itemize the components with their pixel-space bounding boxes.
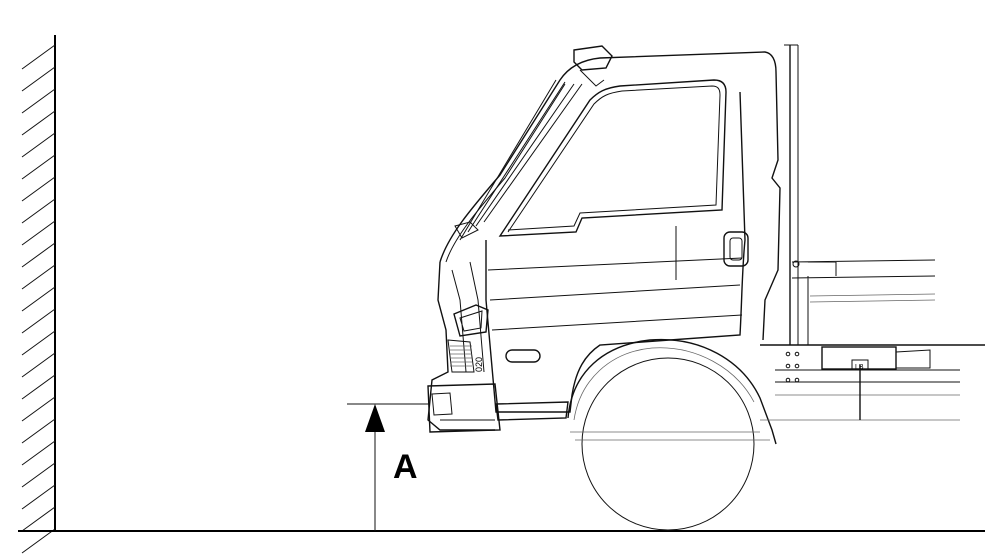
truck-cab: 020 (427, 45, 781, 433)
bolt (794, 363, 800, 369)
hatch-line (21, 506, 56, 532)
hatch-line (21, 176, 56, 202)
grille-lines (450, 345, 472, 367)
wall (21, 35, 56, 554)
chassis-frame: LB (760, 44, 985, 421)
bolt (785, 351, 791, 357)
hatch-line (21, 396, 56, 422)
hatch-line (21, 286, 56, 312)
chassis-bolts (785, 351, 800, 383)
bolt (785, 363, 791, 369)
chassis-tag: LB (855, 364, 864, 371)
hatch-line (21, 242, 56, 268)
hatch-line (21, 154, 56, 180)
hatch-line (21, 330, 56, 356)
front-wheel (567, 338, 777, 531)
hatch-line (21, 462, 56, 488)
hatch-line (21, 44, 56, 70)
hatch-line (21, 528, 56, 554)
hatch-line (21, 308, 56, 334)
hatch-line (21, 440, 56, 466)
hatch-line (21, 374, 56, 400)
bolt (794, 351, 800, 357)
hatch-line (21, 132, 56, 158)
hatch-line (21, 198, 56, 224)
dimension-arrowhead (365, 404, 385, 432)
grille-text: 020 (474, 357, 484, 372)
bolt (794, 377, 800, 383)
bolt (785, 377, 791, 383)
dimension-label: A (393, 448, 418, 486)
dimension-a (347, 403, 430, 531)
hatch-line (21, 264, 56, 290)
hatch-line (21, 352, 56, 378)
hatch-line (21, 418, 56, 444)
hatch-line (21, 220, 56, 246)
wall-hatching (21, 44, 56, 554)
hatch-line (21, 66, 56, 92)
hatch-line (21, 484, 56, 510)
hatch-line (21, 110, 56, 136)
hatch-line (21, 88, 56, 114)
